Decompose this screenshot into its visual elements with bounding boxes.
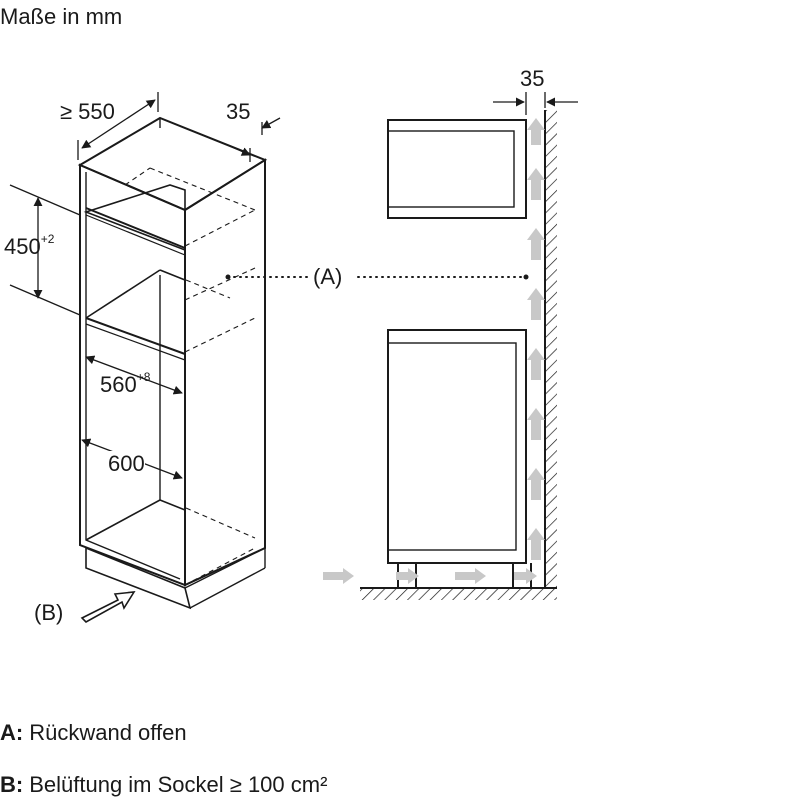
upper-compartment [387, 119, 527, 219]
dim-inner-width-tolerance: +8 [136, 370, 151, 384]
side-section [387, 119, 532, 588]
ventilation-arrow-b [80, 591, 136, 623]
cabinet-perspective [77, 116, 268, 610]
dim-inner-width-value: 560 [100, 372, 137, 397]
dim-height-label: 450+2 [4, 232, 55, 260]
dim-outer-width-label: 600 [108, 451, 145, 477]
lower-compartment [387, 329, 527, 564]
leader-dot-left [225, 274, 231, 280]
units-caption: Maße in mm [0, 4, 123, 29]
legend-item-b: B:Belüftung im Sockel ≥ 100 cm² [0, 772, 327, 798]
dim-gap-left-line [227, 117, 281, 162]
legend-item-a: A:Rückwand offen [0, 720, 187, 746]
dim-inner-width-label: 560+8 [100, 370, 151, 398]
upper-shelf [83, 184, 186, 252]
marker-a: (A) [313, 264, 342, 290]
airflow-arrows [323, 118, 545, 584]
dim-inner-width-line [85, 355, 183, 395]
dim-gap-right-label: 35 [520, 66, 545, 91]
dim-depth-label: ≥ 550 [60, 99, 115, 124]
cabinet-plinth [85, 546, 192, 610]
dim-depth-line [77, 92, 159, 160]
legend-text-a: Rückwand offen [29, 720, 187, 745]
leader-dot-right [523, 274, 529, 280]
dim-gap-right-line [493, 92, 578, 115]
marker-b: (B) [34, 600, 63, 626]
legend-key-b: B: [0, 772, 24, 797]
dim-height-line [9, 184, 81, 316]
legend-text-b: Belüftung im Sockel ≥ 100 cm² [29, 772, 328, 797]
marker-b-text: (B) [34, 600, 64, 625]
marker-a-text: (A) [313, 264, 343, 289]
floor-hatch [360, 588, 557, 600]
appliance-dashed-outline [124, 167, 256, 586]
wall-hatch [545, 110, 557, 588]
legend-key-a: A: [0, 720, 24, 745]
dim-height-tolerance: +2 [40, 232, 55, 246]
cabinet-side [184, 158, 266, 587]
dim-height-value: 450 [4, 234, 41, 259]
dim-gap-left-label: 35 [226, 99, 251, 124]
